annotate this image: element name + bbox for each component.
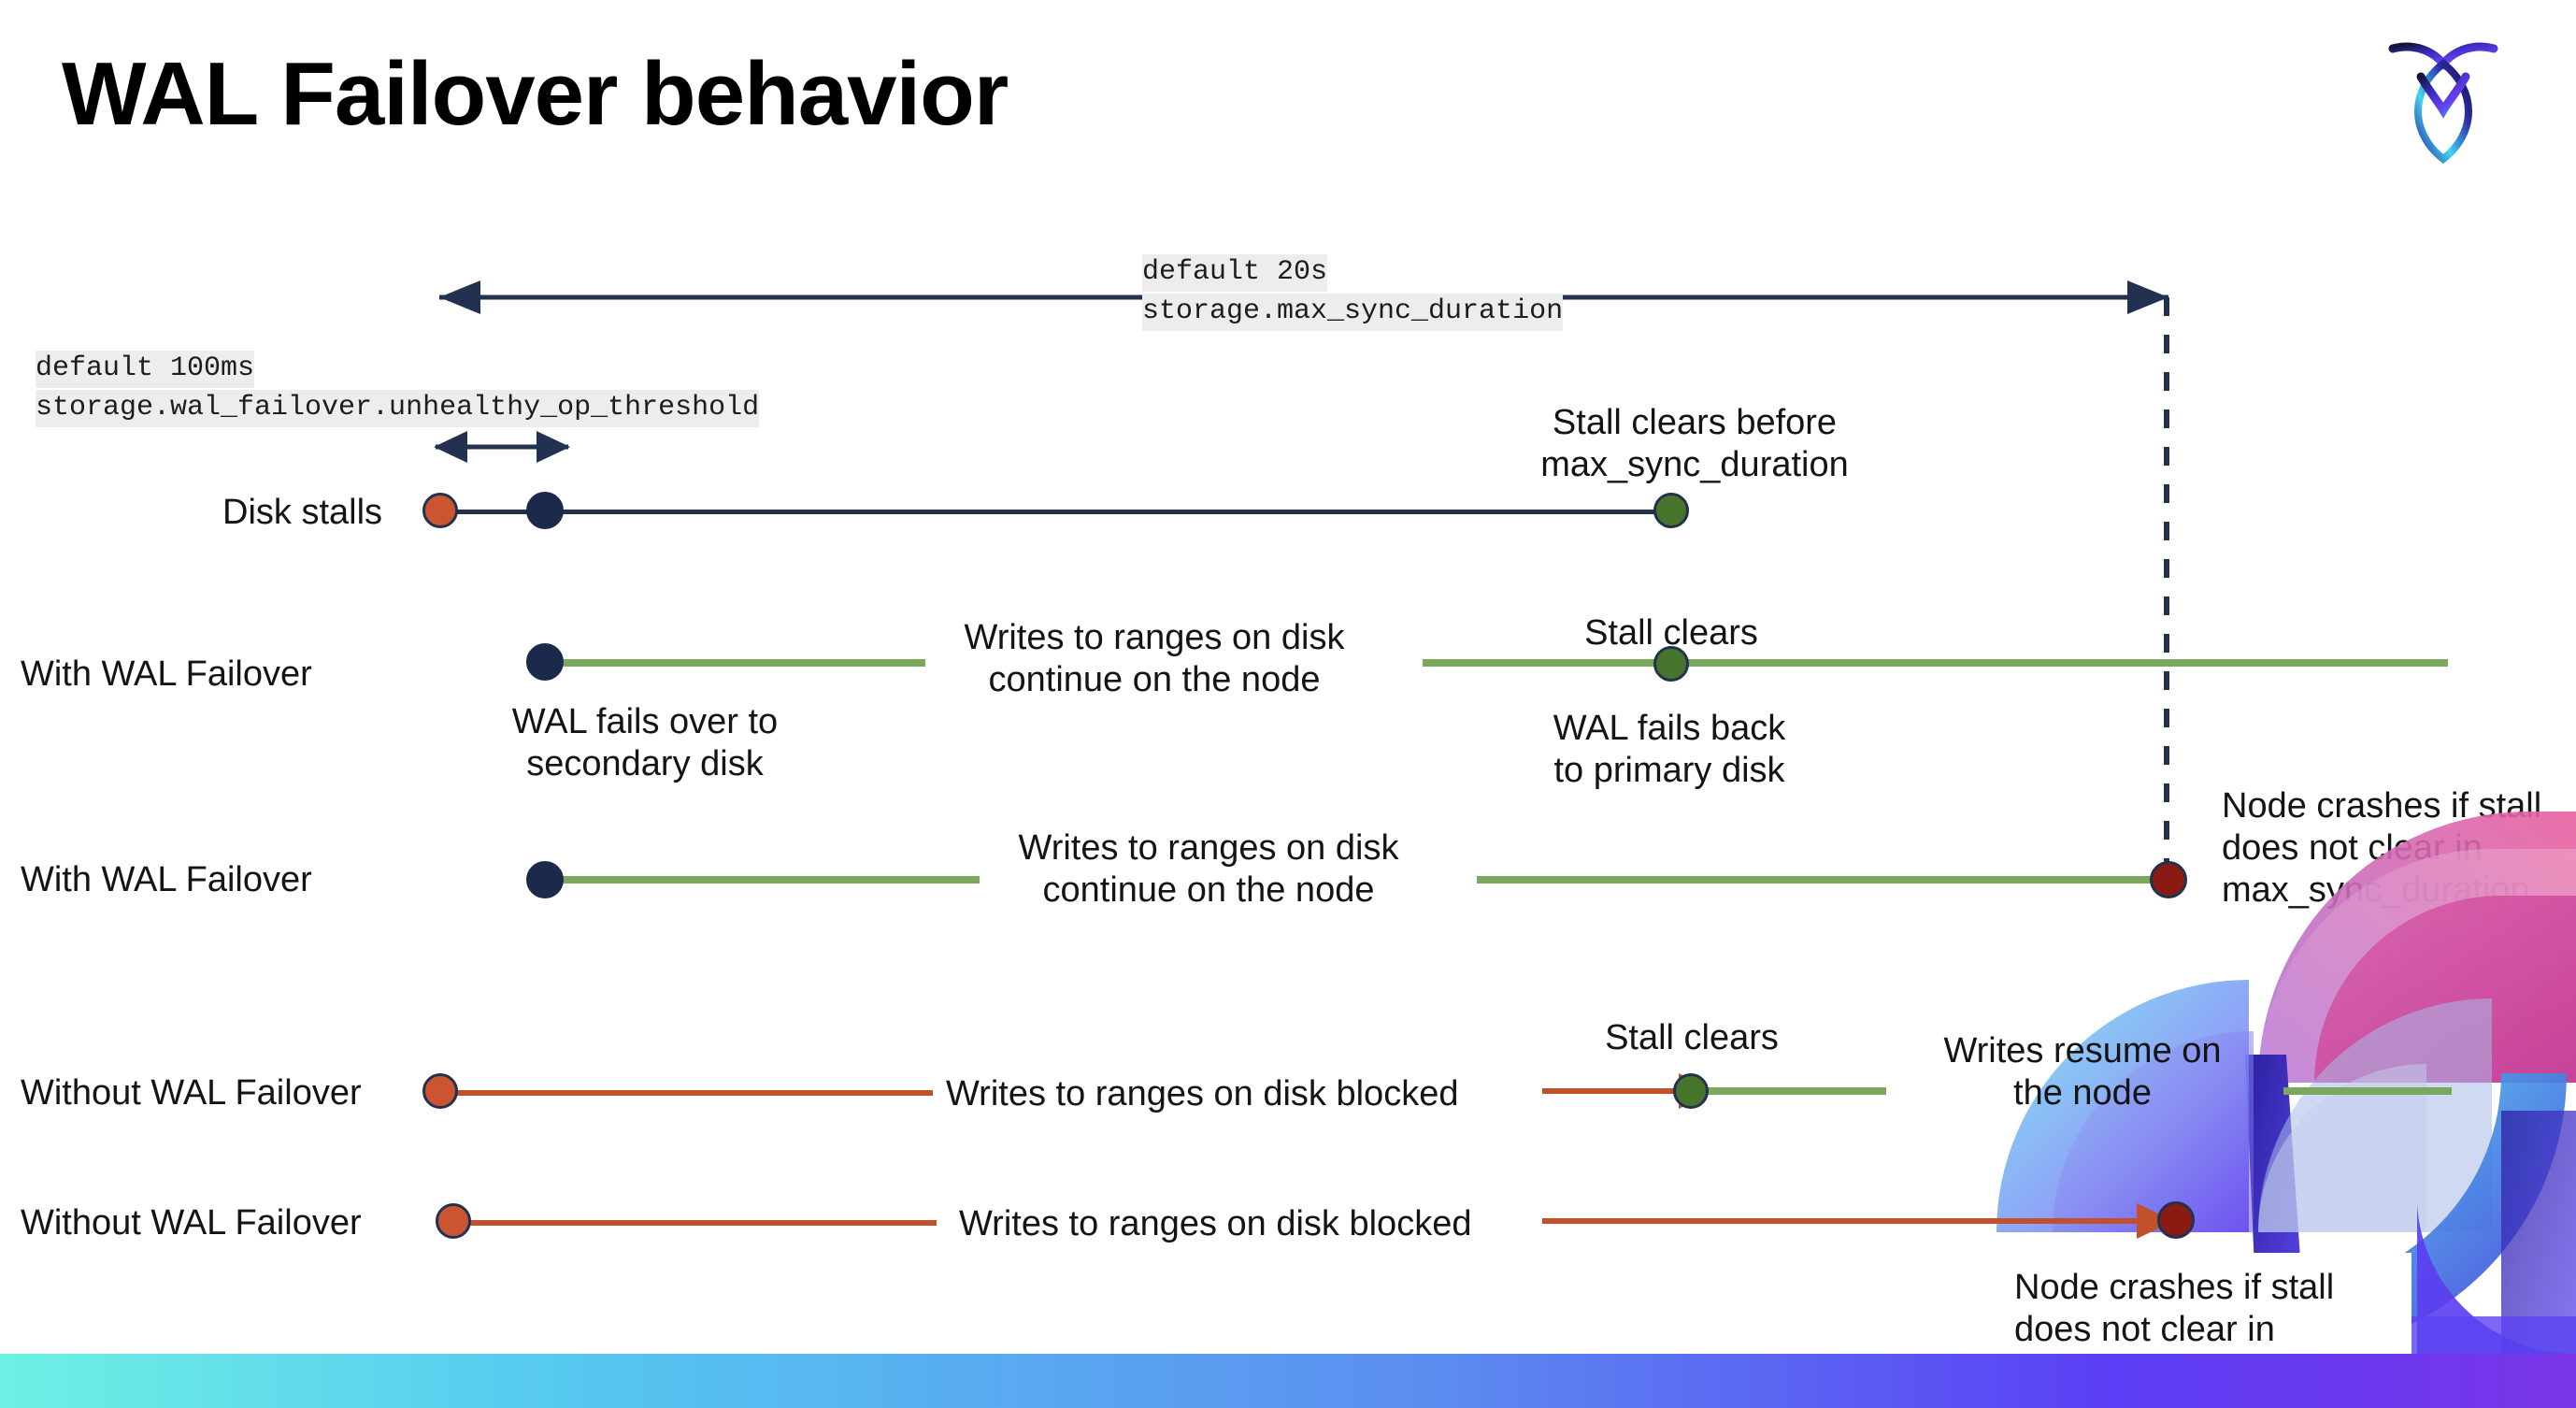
note-writes-continue-2: Writes to ranges on disk continue on the… [998, 827, 1419, 912]
without-failover-crash-arrow [1542, 1203, 2174, 1239]
with-failover-secondary-segment [540, 659, 925, 667]
row-label-without-wal-failover-2: Without WAL Failover [21, 1203, 362, 1243]
row-label-with-wal-failover-2: With WAL Failover [21, 860, 312, 899]
note-line-1: Stall clears [1605, 1018, 1779, 1057]
note-line-2: secondary disk [526, 743, 764, 783]
note-node-crashes-1: Node crashes if stall does not clear in … [2222, 785, 2576, 911]
note-writes-blocked-2: Writes to ranges on disk blocked [959, 1204, 1472, 1243]
max-sync-setting-label: storage.max_sync_duration [1142, 293, 1564, 331]
note-writes-blocked-1: Writes to ranges on disk blocked [946, 1074, 1459, 1113]
note-line-2: does not clear in [2222, 827, 2483, 868]
max-sync-duration-annotation: default 20s storage.max_sync_duration [1142, 254, 1564, 333]
unhealthy-op-setting-label: storage.wal_failover.unhealthy_op_thresh… [36, 389, 760, 427]
disk-stalls-timeline [439, 510, 1682, 514]
max-sync-duration-dashed-guide [2164, 297, 2169, 877]
max-sync-default-label: default 20s [1142, 254, 1328, 292]
without-failover-blocked-segment-2 [460, 1220, 937, 1226]
unhealthy-op-threshold-span-arrow [434, 431, 570, 463]
without-failover-blocked-segment-1 [447, 1090, 933, 1096]
note-line-1: Node crashes if stall [2014, 1268, 2335, 1307]
without-failover-stall-start-marker-1 [422, 1073, 458, 1109]
bottom-gradient-bar [0, 1354, 2576, 1408]
wal-failback-marker [1653, 646, 1689, 682]
row-label-without-wal-failover-1: Without WAL Failover [21, 1073, 362, 1113]
note-wal-fails-back: WAL fails back to primary disk [1492, 708, 1847, 792]
note-stall-clears-2: Stall clears [1524, 1017, 1860, 1059]
without-failover-stall-start-marker-2 [436, 1203, 471, 1239]
note-wal-fails-over: WAL fails over to secondary disk [467, 701, 823, 785]
with-failover-primary-segment [1423, 659, 2448, 667]
node-crash-marker-1 [2150, 861, 2187, 898]
disk-stall-start-marker [422, 493, 458, 528]
note-line-1: Writes to ranges on disk [964, 618, 1345, 657]
unhealthy-op-threshold-annotation: default 100ms storage.wal_failover.unhea… [36, 351, 760, 429]
note-line-3: max_sync_duration [2222, 869, 2530, 910]
note-line-2: the node [2013, 1072, 2152, 1113]
note-stall-clears-1: Stall clears [1503, 612, 1839, 654]
without-failover-resume-segment-1 [1707, 1087, 1886, 1095]
note-line-2: continue on the node [1042, 869, 1375, 910]
unhealthy-op-default-label: default 100ms [36, 351, 255, 388]
node-crash-marker-2 [2157, 1201, 2195, 1239]
note-line-1: Stall clears before [1552, 403, 1838, 442]
note-stall-clears-before-max-sync: Stall clears before max_sync_duration [1526, 402, 1863, 486]
without-failover-resume-segment-2 [2283, 1087, 2452, 1095]
cockroachdb-logo [2385, 32, 2501, 166]
wal-failover-trigger-marker [526, 492, 564, 529]
without-failover-stall-clear-marker [1673, 1073, 1709, 1109]
wal-failover-start-marker-1 [526, 643, 564, 681]
note-line-2: continue on the node [988, 659, 1321, 699]
with-failover-crash-segment-left [540, 876, 980, 884]
note-line-1: Writes resume on [1943, 1031, 2222, 1070]
note-line-1: Writes to ranges on disk [1018, 828, 1399, 868]
note-line-1: WAL fails over to [511, 702, 779, 741]
note-line-1: Stall clears [1584, 613, 1758, 653]
with-failover-crash-segment-right [1477, 876, 2168, 884]
disk-stall-clear-marker [1653, 493, 1689, 528]
note-writes-resume: Writes resume on the node [1924, 1030, 2241, 1114]
note-line-1: WAL fails back [1553, 709, 1786, 748]
page-title: WAL Failover behavior [62, 44, 1009, 144]
note-line-2: to primary disk [1553, 750, 1785, 790]
row-label-disk-stalls: Disk stalls [222, 493, 383, 532]
note-line-2: max_sync_duration [1540, 444, 1849, 484]
note-line-2: does not clear in [2014, 1309, 2275, 1349]
row-label-with-wal-failover-1: With WAL Failover [21, 654, 312, 694]
wal-failover-start-marker-2 [526, 861, 564, 898]
note-line-1: Node crashes if stall [2222, 786, 2542, 826]
note-writes-continue-1: Writes to ranges on disk continue on the… [944, 617, 1365, 701]
